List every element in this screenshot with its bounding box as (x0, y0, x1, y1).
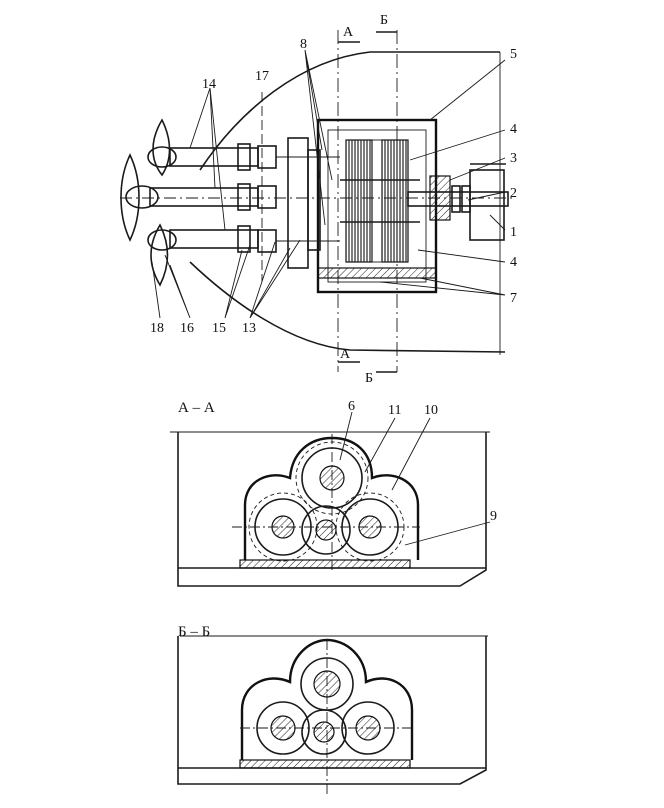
aa-gear-mid-hub (315, 519, 337, 541)
leader-7 (379, 277, 506, 296)
bb-gear-mid-hub (313, 721, 335, 743)
engine (469, 169, 505, 241)
leader-13 (249, 239, 301, 319)
input-shaft (407, 191, 509, 207)
label-11: 11 (388, 403, 401, 418)
section-bb-title: Б – Б (178, 624, 210, 640)
hull-top-contour (199, 51, 500, 171)
prop-shaft-mid (149, 187, 259, 207)
leader-14 (189, 87, 226, 231)
side-view: А Б А Б (120, 13, 517, 386)
label-3: 3 (510, 151, 517, 166)
hub-bot (147, 229, 177, 251)
bb-hull (177, 636, 487, 785)
prop-bearing-top (237, 143, 251, 171)
bearing-17 (257, 145, 277, 169)
bearing-block-13b (307, 149, 321, 251)
prop-shaft-bot (169, 229, 259, 249)
leader-4b (417, 249, 506, 263)
label-13: 13 (242, 321, 256, 336)
bearing-17b (257, 185, 277, 209)
shaft-flange-2 (461, 185, 471, 213)
propeller-top (152, 118, 171, 177)
leader-15 (224, 244, 251, 319)
propeller-bot (150, 223, 169, 287)
aa-gear-mid (301, 505, 351, 555)
housing-flange (317, 267, 437, 279)
prop-bearing-bot (237, 225, 251, 253)
prop-bearing-mid (237, 183, 251, 211)
leader-2 (467, 191, 506, 201)
cut-mark-b-bottom: Б (365, 371, 373, 386)
label-6: 6 (348, 399, 355, 414)
label-2: 2 (510, 186, 517, 201)
aa-leader-10 (391, 417, 431, 491)
bb-base-plate (239, 759, 411, 769)
cut-mark-b-top: Б (380, 13, 388, 28)
cut-mark-a-top: А (343, 25, 354, 40)
hull-bottom-contour (189, 261, 506, 353)
aa-casing (243, 436, 420, 560)
leader-4a (409, 129, 506, 161)
aa-hull (177, 432, 487, 587)
section-bb: Б – Б (177, 624, 488, 796)
section-aa: А – А 6 11 10 9 (170, 399, 497, 587)
gear-separator (371, 139, 383, 263)
label-17: 17 (255, 69, 269, 84)
section-aa-title: А – А (178, 400, 215, 416)
label-9: 9 (490, 509, 497, 524)
label-1: 1 (510, 225, 517, 240)
label-15: 15 (212, 321, 226, 336)
gear-stack-left (345, 139, 373, 263)
label-4a: 4 (510, 122, 517, 137)
label-18: 18 (150, 321, 164, 336)
gear-stack-right (381, 139, 409, 263)
label-8: 8 (300, 37, 307, 52)
leader-1 (489, 214, 506, 231)
aa-base-plate (239, 559, 411, 569)
hub-mid (125, 185, 159, 209)
label-5: 5 (510, 47, 517, 62)
leader-16 (164, 254, 191, 319)
label-16: 16 (180, 321, 194, 336)
bb-gear-mid (301, 709, 347, 755)
bearing-17c (257, 229, 277, 253)
hub-top (147, 146, 177, 168)
propeller-mid (120, 153, 140, 242)
leader-8 (304, 49, 333, 226)
label-14: 14 (202, 77, 216, 92)
label-10: 10 (424, 403, 438, 418)
leader-5 (429, 59, 506, 121)
label-4b: 4 (510, 255, 517, 270)
label-7: 7 (510, 291, 517, 306)
aa-leader-11 (364, 417, 396, 473)
shaft-flange (451, 185, 461, 213)
leader-18 (151, 261, 161, 319)
leader-3 (449, 157, 506, 181)
aa-leader-9 (404, 521, 491, 546)
bearing-block-13 (287, 137, 309, 269)
cut-mark-a-bottom: А (340, 347, 351, 362)
aa-leader-6 (339, 411, 353, 461)
